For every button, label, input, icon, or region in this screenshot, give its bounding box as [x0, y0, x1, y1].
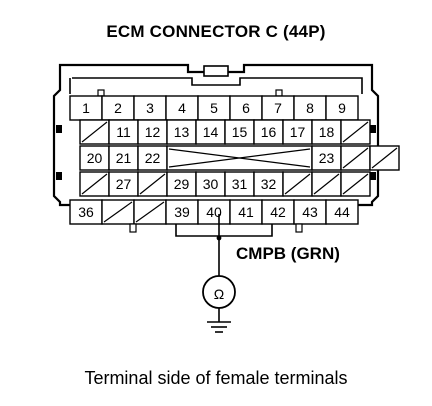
empty-cavity-slash: [103, 201, 133, 223]
terminal-cavity: [325, 199, 359, 225]
terminal-number: 36: [78, 204, 94, 220]
terminal-cavity: [166, 119, 197, 145]
terminal-number: 4: [178, 100, 186, 116]
terminal-number: 6: [242, 100, 250, 116]
terminal-cavity: [165, 95, 199, 121]
terminal-cavity: [195, 171, 226, 197]
left-lock-nub: [56, 125, 62, 133]
terminal-number: 16: [261, 124, 277, 140]
terminal-number: 18: [319, 124, 335, 140]
terminal-number: 27: [116, 176, 132, 192]
left-lock-nub-lower: [56, 172, 62, 180]
diagram-title: ECM CONNECTOR C (44P): [106, 22, 326, 41]
terminal-number: 42: [270, 204, 286, 220]
empty-cavity-slash: [284, 173, 311, 195]
housing-inner: [72, 77, 363, 94]
empty-cavity-slash: [342, 147, 369, 169]
terminal-cavity: [229, 95, 263, 121]
terminal-number: 7: [274, 100, 282, 116]
terminal-number: 13: [174, 124, 190, 140]
terminal-number: 8: [306, 100, 314, 116]
terminal-cavity: [224, 119, 255, 145]
terminal-cavity: [253, 171, 284, 197]
terminal-number: 30: [203, 176, 219, 192]
terminal-number: 14: [203, 124, 219, 140]
terminal-number: 17: [290, 124, 306, 140]
key-mark-left: [97, 89, 105, 97]
terminal-number: 44: [334, 204, 350, 220]
empty-cavity-slash: [313, 173, 340, 195]
terminal-cavity: [311, 145, 342, 171]
right-lock-nub-lower: [370, 172, 376, 180]
right-lock-nub: [370, 125, 376, 133]
terminal-cavity: [108, 171, 139, 197]
terminal-cavity: [325, 95, 359, 121]
terminal-cavity: [229, 199, 263, 225]
terminal-number: 39: [174, 204, 190, 220]
terminal-cavity: [282, 119, 313, 145]
ohm-symbol: Ω: [214, 286, 224, 302]
terminal-number: 20: [87, 150, 103, 166]
terminal-number: 32: [261, 176, 277, 192]
terminal-cavity: [195, 119, 226, 145]
terminal-number: 1: [82, 100, 90, 116]
empty-cavity-slash: [139, 173, 166, 195]
empty-cavity-slash: [342, 173, 369, 195]
terminal-number: 23: [319, 150, 335, 166]
terminal-number: 9: [338, 100, 346, 116]
terminal-cavity: [165, 199, 199, 225]
terminal-number: 15: [232, 124, 248, 140]
terminal-number: 12: [145, 124, 161, 140]
terminal-cavity: [166, 171, 197, 197]
terminal-number: 3: [146, 100, 154, 116]
locking-tab: [203, 65, 229, 77]
terminal-number: 31: [232, 176, 248, 192]
bottom-tab-center: [175, 224, 273, 237]
terminal-cavity: [311, 119, 342, 145]
terminal-cavity: [293, 199, 327, 225]
bottom-tab-right: [295, 223, 303, 233]
terminal-number: 43: [302, 204, 318, 220]
empty-cavity-slash: [81, 121, 108, 143]
terminal-number: 29: [174, 176, 190, 192]
terminal-number: 22: [145, 150, 161, 166]
empty-cavity-slash: [371, 147, 398, 169]
empty-cavity-slash: [81, 173, 108, 195]
terminal-number: 21: [116, 150, 132, 166]
terminal-number: 5: [210, 100, 218, 116]
empty-cavity-slash: [135, 201, 165, 223]
cross-line: [168, 148, 311, 168]
empty-cavity-slash: [342, 121, 369, 143]
probe-point: [216, 235, 222, 241]
terminal-number: 2: [114, 100, 122, 116]
terminal-cavity: [137, 119, 168, 145]
terminal-cavity: [261, 95, 295, 121]
key-mark-right: [275, 89, 283, 97]
diagram-caption: Terminal side of female terminals: [84, 368, 348, 388]
terminal-number: 11: [116, 124, 131, 140]
terminal-number: 40: [206, 204, 222, 220]
ground-icon: [207, 321, 231, 333]
wire-label: CMPB (GRN): [236, 244, 340, 263]
bottom-tab-left: [129, 223, 137, 233]
terminal-cavity: [261, 199, 295, 225]
terminal-number: 41: [238, 204, 254, 220]
